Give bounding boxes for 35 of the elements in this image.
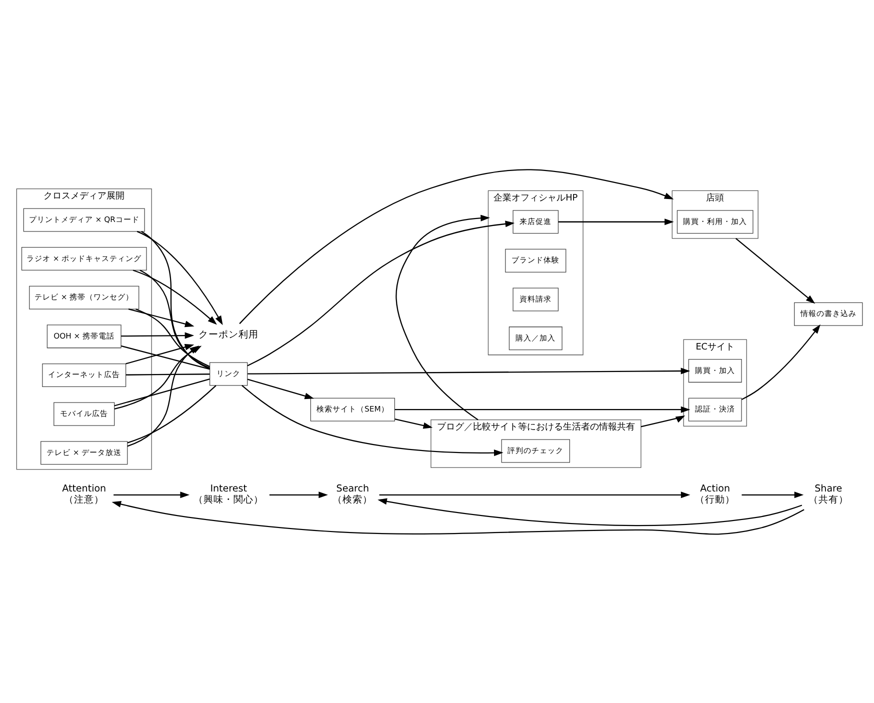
arrow xyxy=(239,168,674,324)
arrow xyxy=(242,384,504,456)
connector xyxy=(127,384,216,443)
arrow xyxy=(379,491,690,498)
arrow xyxy=(558,218,674,225)
arrow xyxy=(114,491,190,498)
arrow xyxy=(735,237,816,304)
connector xyxy=(141,230,210,369)
arrow xyxy=(121,332,194,338)
arrow xyxy=(112,500,804,534)
connector xyxy=(136,308,210,367)
node-text: Action （行動） xyxy=(695,483,736,506)
arrow xyxy=(247,378,314,399)
arrow xyxy=(128,308,194,327)
arrow xyxy=(132,269,217,324)
arrow xyxy=(247,220,515,366)
arrow xyxy=(394,418,433,428)
node-text: クーポン利用 xyxy=(198,328,259,340)
connector xyxy=(114,378,210,406)
arrow xyxy=(248,367,690,374)
arrow xyxy=(394,406,690,412)
arrow xyxy=(269,491,328,498)
arrow xyxy=(396,214,490,420)
arrow xyxy=(378,498,802,526)
node-text: Interest （興味・関心） xyxy=(194,483,264,506)
connector xyxy=(140,269,210,368)
connector xyxy=(126,373,210,375)
arrow xyxy=(742,491,804,498)
node-text: Share （共有） xyxy=(808,483,848,506)
arrow xyxy=(640,414,686,427)
node-text: Search （検索） xyxy=(332,483,373,506)
arrow xyxy=(126,343,194,364)
arrow xyxy=(136,230,223,325)
node-text: Attention （注意） xyxy=(62,483,106,506)
arrow xyxy=(741,324,820,400)
